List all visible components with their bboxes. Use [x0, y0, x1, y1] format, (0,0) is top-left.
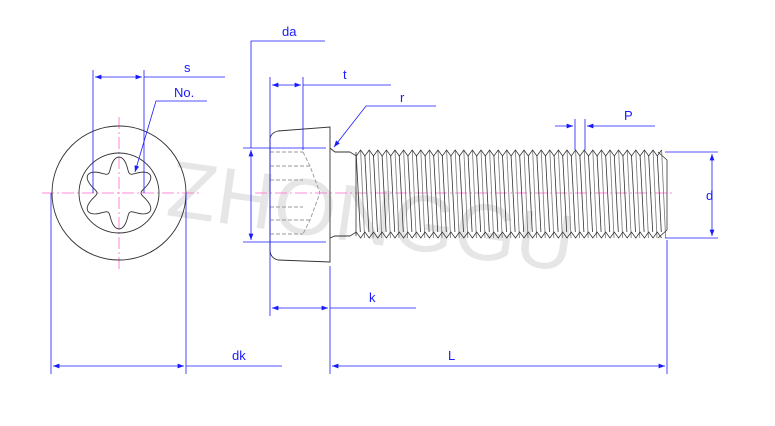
label-da: da: [282, 24, 297, 39]
thread-crest-line: [652, 149, 658, 239]
thread-crest-line: [540, 149, 546, 239]
thread-crest-line: [463, 149, 469, 239]
label-P: P: [624, 108, 633, 123]
thread-crest-line: [661, 149, 666, 239]
thread-crest-line: [609, 149, 615, 239]
thread-outline: [349, 149, 662, 157]
watermark: ZHONGGU: [163, 144, 580, 289]
thread-crest-line: [583, 149, 589, 239]
thread-crest-line: [360, 149, 365, 239]
thread-crest-line: [635, 149, 641, 239]
thread-root-line: [355, 155, 361, 233]
thread-root-line: [459, 155, 464, 233]
thread-crest-line: [386, 149, 391, 239]
thread-root-line: [588, 155, 593, 233]
thread-root-line: [562, 155, 568, 233]
dimension-lines: [50, 40, 718, 374]
thread-root-line: [639, 155, 645, 233]
thread-root-line: [605, 155, 611, 233]
thread-crest-line: [558, 149, 563, 239]
thread-root-line: [553, 155, 559, 233]
thread-crest-line: [429, 149, 434, 239]
thread-root-line: [416, 155, 421, 233]
thread: [349, 149, 668, 239]
thread-root-line: [424, 155, 430, 233]
thread-root-line: [648, 155, 654, 233]
thread-crest-line: [618, 149, 623, 239]
torx-recess: [86, 156, 152, 230]
thread-root-line: [476, 155, 482, 233]
thread-root-line: [502, 155, 507, 233]
label-t: t: [343, 67, 347, 82]
thread-crest-line: [377, 149, 383, 239]
thread-root-line: [510, 155, 516, 233]
label-dk: dk: [232, 348, 246, 363]
thread-crest-line: [403, 149, 408, 239]
thread-crest-line: [368, 149, 374, 239]
thread-root-line: [519, 155, 525, 233]
thread-crest-line: [472, 149, 477, 239]
thread-root-line: [527, 155, 533, 233]
label-s: s: [184, 60, 191, 75]
thread-root-line: [596, 155, 602, 233]
thread-crest-line: [575, 149, 580, 239]
thread-crest-line: [446, 149, 451, 239]
thread-root-line: [373, 155, 378, 233]
thread-root-line: [656, 155, 662, 233]
thread-root-line: [493, 155, 499, 233]
label-r: r: [400, 90, 405, 105]
thread-root-line: [545, 155, 550, 233]
label-k: k: [369, 290, 376, 305]
thread-root-line: [450, 155, 456, 233]
thread-crest-line: [497, 149, 503, 239]
thread-root-line: [631, 155, 636, 233]
thread-crest-line: [566, 149, 572, 239]
center-lines: [42, 117, 675, 270]
thread-crest-line: [420, 149, 426, 239]
thread-root-line: [390, 155, 396, 233]
thread-root-line: [433, 155, 439, 233]
thread-crest-line: [506, 149, 512, 239]
hidden-recess-lines: [270, 151, 321, 235]
thread-crest-line: [454, 149, 460, 239]
thread-crest-line: [411, 149, 417, 239]
thread-crest-line: [523, 149, 529, 239]
thread-crest-line: [394, 149, 400, 239]
label-no: No.: [174, 85, 194, 100]
thread-crest-line: [489, 149, 494, 239]
thread-crest-line: [549, 149, 555, 239]
thread-outline: [657, 151, 668, 239]
thread-root-line: [441, 155, 447, 233]
thread-root-line: [398, 155, 404, 233]
thread-root-line: [484, 155, 490, 233]
label-L: L: [448, 348, 455, 363]
thread-root-line: [613, 155, 619, 233]
thread-root-line: [467, 155, 473, 233]
thread-root-line: [381, 155, 387, 233]
thread-crest-line: [626, 149, 632, 239]
thread-root-line: [570, 155, 576, 233]
thread-crest-line: [480, 149, 486, 239]
thread-root-line: [579, 155, 585, 233]
thread-root-line: [622, 155, 628, 233]
thread-crest-line: [437, 149, 443, 239]
thread-root-line: [536, 155, 542, 233]
thread-outline: [349, 231, 662, 239]
thread-crest-line: [644, 149, 649, 239]
thread-crest-line: [532, 149, 537, 239]
label-d: d: [706, 188, 713, 203]
thread-crest-line: [515, 149, 520, 239]
thread-root-line: [407, 155, 413, 233]
thread-crest-line: [592, 149, 598, 239]
thread-crest-line: [601, 149, 606, 239]
thread-root-line: [364, 155, 370, 233]
